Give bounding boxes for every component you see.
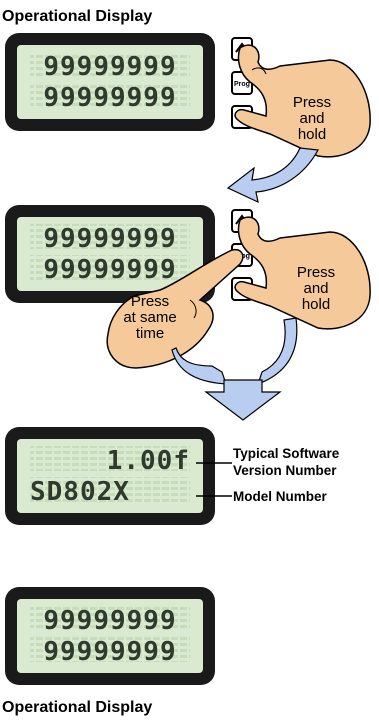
lcd2-line1: 99999999 [43,224,176,254]
hand2-text-1: Press [297,264,335,281]
lcd3-version: 1.00f [107,446,190,476]
lcd2-line2: 99999999 [43,255,176,285]
model-label: Model Number [233,489,328,504]
version-label-1: Typical Software [233,446,340,461]
hand2-text-2: and [303,280,328,297]
lcd-display-3: 1.00f SD802X [5,427,215,525]
version-label-2: Version Number [233,463,337,478]
lcd-display-1: 99999999 99999999 [5,33,215,131]
title-top: Operational Display [2,8,152,25]
hand1-text-3: hold [298,126,326,143]
hand3-text-2: at same [123,309,176,326]
hand2-text-3: hold [302,296,330,313]
hand3-text-1: Press [131,293,169,310]
lcd3-model: SD802X [30,477,130,507]
lcd1-line2: 99999999 [43,83,176,113]
flow-arrow-2 [171,317,298,421]
lcd1-line1: 99999999 [43,52,176,82]
lcd-display-4: 99999999 99999999 [5,587,215,685]
title-bottom: Operational Display [2,699,152,716]
hand3-text-3: time [136,325,164,342]
lcd4-line2: 99999999 [43,637,176,667]
lcd4-line1: 99999999 [43,606,176,636]
hand1-text-2: and [299,110,324,127]
hand1-text-1: Press [293,94,331,111]
lcd-display-2: 99999999 99999999 [5,205,215,303]
pressing-hand-2: Press and hold [234,216,371,330]
flow-arrow-1 [226,147,319,204]
pressing-hand-1: Press and hold [234,44,371,158]
pressing-hand-3: Press at same time [106,248,244,369]
prog-label: Prog [234,81,250,88]
